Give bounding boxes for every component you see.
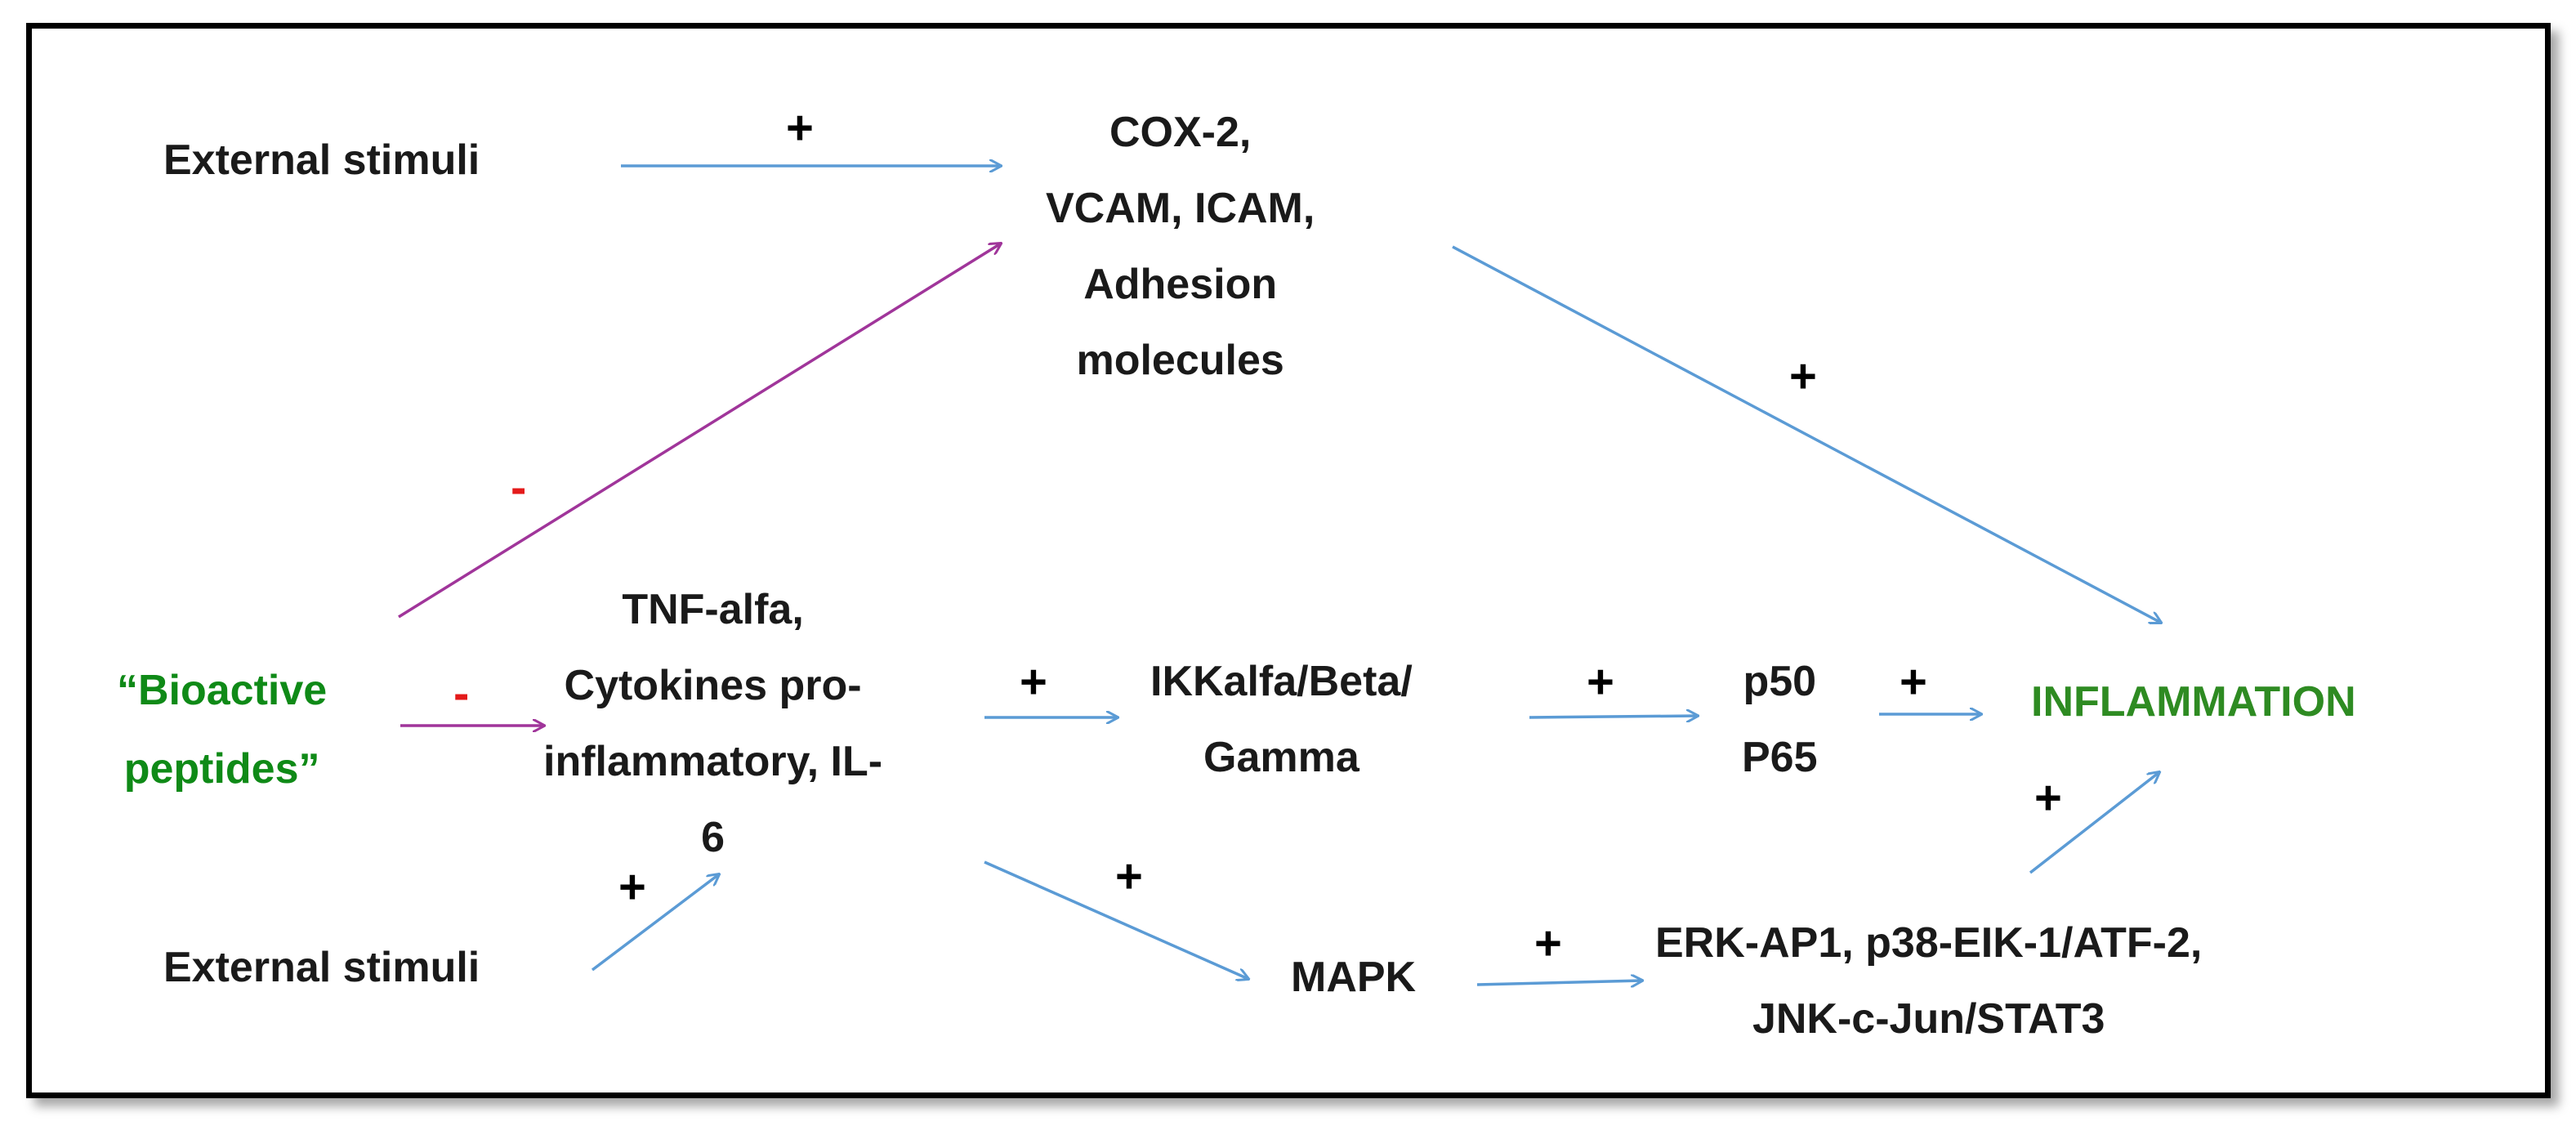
node-label-line: Adhesion (1083, 261, 1278, 308)
node-label-line: VCAM, ICAM, (1046, 185, 1315, 232)
sign-external-top-to-cox2: + (786, 101, 814, 154)
node-label-line: p50 (1743, 658, 1817, 705)
sign-erk-to-inflammation: + (2034, 771, 2062, 824)
node-label-line: IKKalfa/Beta/ (1150, 658, 1413, 705)
node-label: MAPK (1291, 954, 1417, 1001)
node-inflammation: INFLAMMATION (2031, 681, 2356, 723)
node-erk-p38-jnk: ERK-AP1, p38-EIK-1/ATF-2, JNK-c-Jun/STAT… (1655, 905, 2202, 1057)
node-tnf-cytokines: TNF-alfa, Cytokines pro- inflammatory, I… (543, 572, 882, 876)
sign-p50-to-inflammation: + (1900, 655, 1927, 708)
edge-external-bottom-to-tnf (591, 874, 719, 972)
node-label-line: peptides” (123, 745, 320, 793)
diagram-frame (26, 23, 2551, 1098)
sign-external-bottom-to-tnf: + (618, 860, 646, 914)
sign-tnf-to-mapk: + (1115, 850, 1143, 903)
node-label-line: 6 (701, 814, 725, 861)
sign-ikk-to-p50: + (1587, 655, 1614, 708)
node-cox2-adhesion-molecules: COX-2, VCAM, ICAM, Adhesion molecules (1046, 95, 1315, 399)
edge-erk-to-inflammation (2029, 772, 2159, 874)
node-label-line: TNF-alfa, (622, 586, 804, 633)
sign-peptides-to-cox2: - (511, 461, 527, 514)
node-label: External stimuli (163, 944, 480, 991)
node-external-stimuli-top: External stimuli (163, 139, 480, 181)
node-label-line: COX-2, (1109, 109, 1252, 156)
node-p50-p65: p50 P65 (1742, 644, 1818, 796)
node-label: External stimuli (163, 136, 480, 184)
node-mapk: MAPK (1291, 956, 1416, 999)
sign-peptides-to-tnf: - (453, 667, 470, 720)
node-label-line: P65 (1742, 734, 1818, 781)
sign-cox2-to-inflammation: + (1789, 350, 1817, 403)
node-label-line: inflammatory, IL- (543, 738, 883, 785)
edge-ikk-to-p50 (1529, 716, 1698, 717)
edge-mapk-to-erk (1476, 981, 1642, 985)
sign-tnf-to-ikk: + (1020, 655, 1047, 708)
node-external-stimuli-bottom: External stimuli (163, 946, 480, 989)
node-label-line: molecules (1076, 337, 1284, 384)
edge-tnf-to-mapk (984, 860, 1248, 979)
node-label: INFLAMMATION (2031, 678, 2356, 726)
node-label-line: JNK-c-Jun/STAT3 (1752, 995, 2105, 1043)
edge-peptides-to-cox2 (398, 244, 1001, 619)
edge-cox2-to-inflammation (1452, 245, 2161, 623)
node-label-line: ERK-AP1, p38-EIK-1/ATF-2, (1655, 919, 2203, 967)
sign-mapk-to-erk: + (1534, 917, 1562, 970)
node-label-line: “Bioactive (117, 667, 328, 714)
node-bioactive-peptides: “Bioactive peptides” (117, 651, 327, 808)
node-label-line: Gamma (1203, 734, 1359, 781)
node-ikk-complex: IKKalfa/Beta/ Gamma (1150, 644, 1413, 796)
node-label-line: Cytokines pro- (564, 662, 862, 709)
